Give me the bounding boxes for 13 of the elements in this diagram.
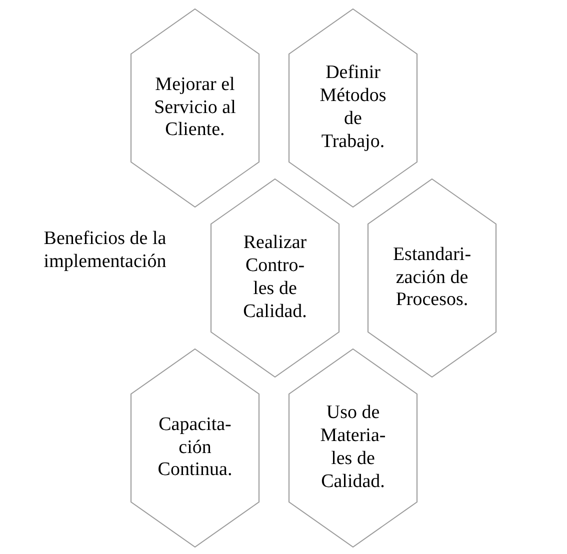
hexagon-shape — [130, 348, 260, 548]
hexagon-text: Realizar Contro- les de Calidad. — [242, 232, 308, 324]
hexagon-text: Mejorar el Servicio al Cliente. — [153, 74, 237, 142]
side-label: Beneficios de la implementación — [42, 228, 168, 274]
hexagon-shape — [288, 8, 418, 208]
hexagon-shape — [210, 178, 340, 378]
hexagon-text: Definir Métodos de Trabajo. — [318, 62, 388, 154]
hexagon-text: Estandari- zación de Procesos. — [392, 244, 472, 312]
hexagon-shape — [288, 348, 418, 548]
hexagon-shape — [367, 178, 497, 378]
hexagon-text: Capacita- ción Continua. — [156, 414, 234, 482]
hexagon-shape — [130, 8, 260, 208]
hexagon-text: Uso de Materia- les de Calidad. — [319, 402, 387, 494]
